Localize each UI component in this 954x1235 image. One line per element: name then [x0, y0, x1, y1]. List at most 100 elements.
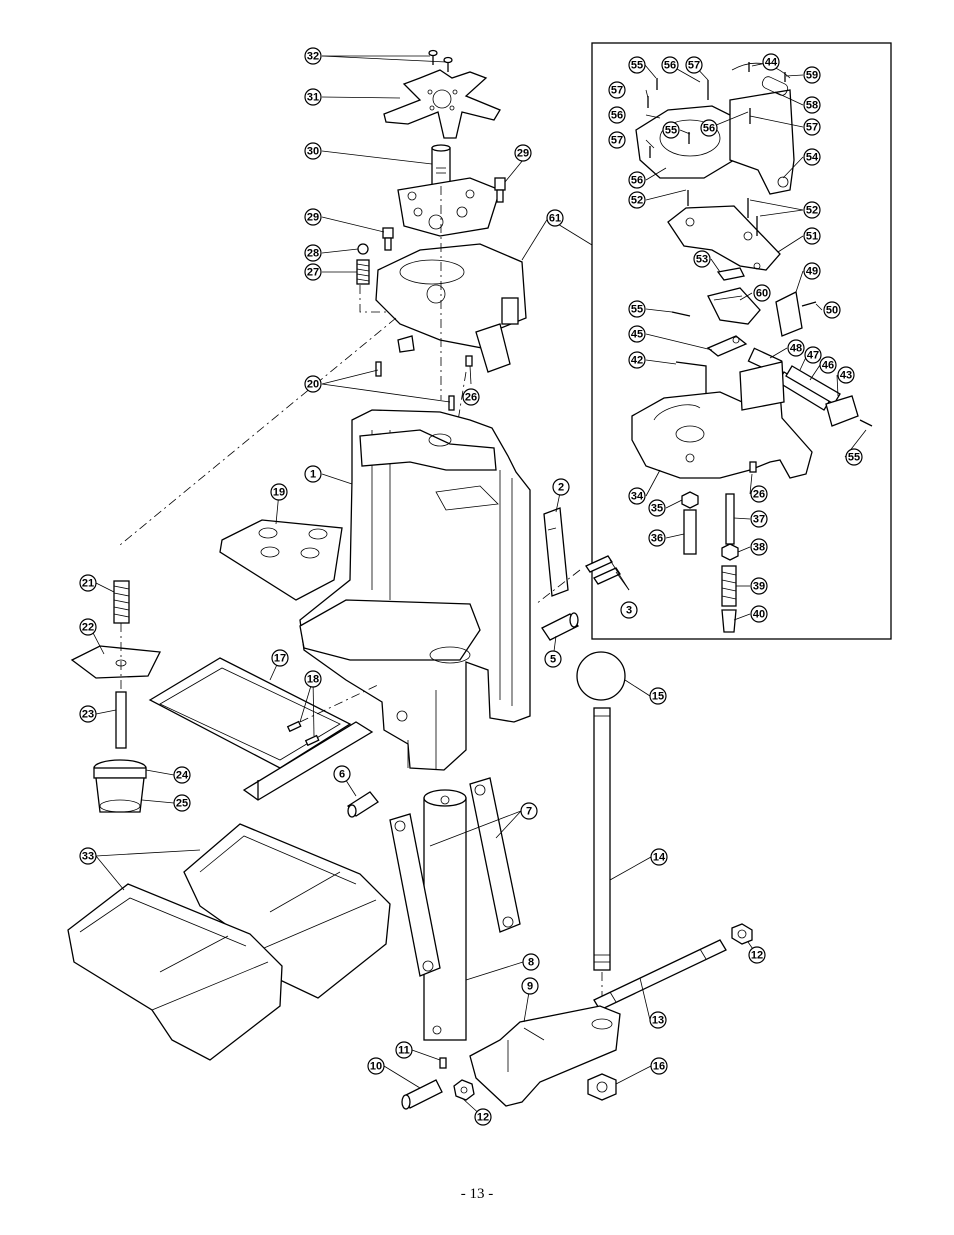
- callout-33: 33: [79, 847, 97, 865]
- callout-circle: [271, 649, 289, 667]
- callout-circle: [628, 171, 646, 189]
- callout-circle: [787, 339, 805, 357]
- callout-number: 21: [82, 578, 94, 590]
- callout-circle: [650, 848, 668, 866]
- callout-number: 35: [651, 503, 663, 515]
- callout-number: 16: [653, 1061, 665, 1073]
- callout-10: 10: [367, 1057, 385, 1075]
- callout-44: 44: [762, 53, 780, 71]
- inset-pin-37: [725, 493, 735, 545]
- inset-screws-52: [687, 190, 758, 236]
- callout-number: 56: [703, 123, 715, 135]
- callout-circle: [620, 601, 638, 619]
- callout-number: 32: [307, 51, 319, 63]
- callout-number: 55: [631, 304, 643, 316]
- callout-circle: [750, 538, 768, 556]
- callout-49: 49: [803, 262, 821, 280]
- callout-circle: [628, 351, 646, 369]
- callout-52: 52: [803, 201, 821, 219]
- page-number: - 13 -: [460, 1186, 494, 1202]
- callout-number: 60: [756, 288, 768, 300]
- callout-circle: [474, 1108, 492, 1126]
- callout-56: 56: [700, 119, 718, 137]
- inset-pin-26: [749, 461, 757, 473]
- callout-57: 57: [685, 56, 703, 74]
- callout-50: 50: [823, 301, 841, 319]
- callout-number: 19: [273, 487, 285, 499]
- callout-circle: [685, 56, 703, 74]
- callout-number: 51: [806, 231, 818, 243]
- callout-55: 55: [662, 121, 680, 139]
- callout-number: 9: [527, 981, 533, 993]
- callout-circle: [270, 483, 288, 501]
- callout-number: 38: [753, 542, 765, 554]
- inset-base-34: [631, 361, 813, 479]
- inset-screw-55-mid: [671, 311, 691, 317]
- callout-26: 26: [462, 388, 480, 406]
- callout-58: 58: [803, 96, 821, 114]
- pin-6: [347, 791, 379, 818]
- callout-56: 56: [661, 56, 679, 74]
- callout-circle: [520, 802, 538, 820]
- callout-number: 31: [307, 92, 319, 104]
- shell-plate: [397, 177, 501, 237]
- callout-12: 12: [748, 946, 766, 964]
- callout-circle: [367, 1057, 385, 1075]
- callout-circle: [804, 346, 822, 364]
- callout-51: 51: [803, 227, 821, 245]
- callout-circle: [608, 131, 626, 149]
- callout-number: 30: [307, 146, 319, 158]
- callout-number: 43: [840, 370, 852, 382]
- callout-53: 53: [693, 250, 711, 268]
- callout-number: 40: [753, 609, 765, 621]
- callout-12: 12: [474, 1108, 492, 1126]
- callout-number: 57: [611, 135, 623, 147]
- callout-18: 18: [304, 670, 322, 688]
- inset-key-42: [675, 361, 707, 394]
- callout-circle: [693, 250, 711, 268]
- callout-29: 29: [304, 208, 322, 226]
- callout-circle: [333, 765, 351, 783]
- callout-number: 13: [652, 1015, 664, 1027]
- callout-number: 56: [664, 60, 676, 72]
- inset-spring-39: [721, 565, 737, 607]
- callout-circle: [662, 121, 680, 139]
- callout-circle: [628, 191, 646, 209]
- callout-circle: [608, 81, 626, 99]
- callout-circle: [173, 794, 191, 812]
- callout-59: 59: [803, 66, 821, 84]
- callout-number: 37: [753, 514, 765, 526]
- base-9: [469, 1005, 621, 1107]
- callout-number: 57: [688, 60, 700, 72]
- callout-57: 57: [608, 81, 626, 99]
- callout-number: 49: [806, 266, 818, 278]
- callout-number: 25: [176, 798, 188, 810]
- callout-circle: [79, 847, 97, 865]
- callout-circle: [304, 244, 322, 262]
- callout-number: 54: [806, 152, 819, 164]
- callout-32: 32: [304, 47, 322, 65]
- pin-26: [465, 355, 473, 367]
- callout-number: 52: [631, 195, 643, 207]
- callout-11: 11: [395, 1041, 413, 1059]
- nut-12-right: [731, 923, 753, 945]
- callout-3: 3: [620, 601, 638, 619]
- callout-9: 9: [521, 977, 539, 995]
- screw-29-left: [382, 227, 394, 251]
- callout-29: 29: [514, 144, 532, 162]
- inset-part-60: [707, 287, 761, 325]
- callout-number: 12: [477, 1112, 489, 1124]
- callout-number: 18: [307, 674, 319, 686]
- plate-22: [70, 645, 162, 679]
- callout-number: 33: [82, 851, 94, 863]
- callout-16: 16: [650, 1057, 668, 1075]
- inset-plate-54: [729, 89, 795, 195]
- rod-13: [593, 939, 727, 1011]
- nut-16: [587, 1073, 617, 1101]
- detail-inset-frame: [591, 42, 892, 640]
- callout-47: 47: [804, 346, 822, 364]
- inset-screw-50: [801, 301, 817, 307]
- callout-number: 7: [526, 806, 532, 818]
- callout-number: 39: [753, 581, 765, 593]
